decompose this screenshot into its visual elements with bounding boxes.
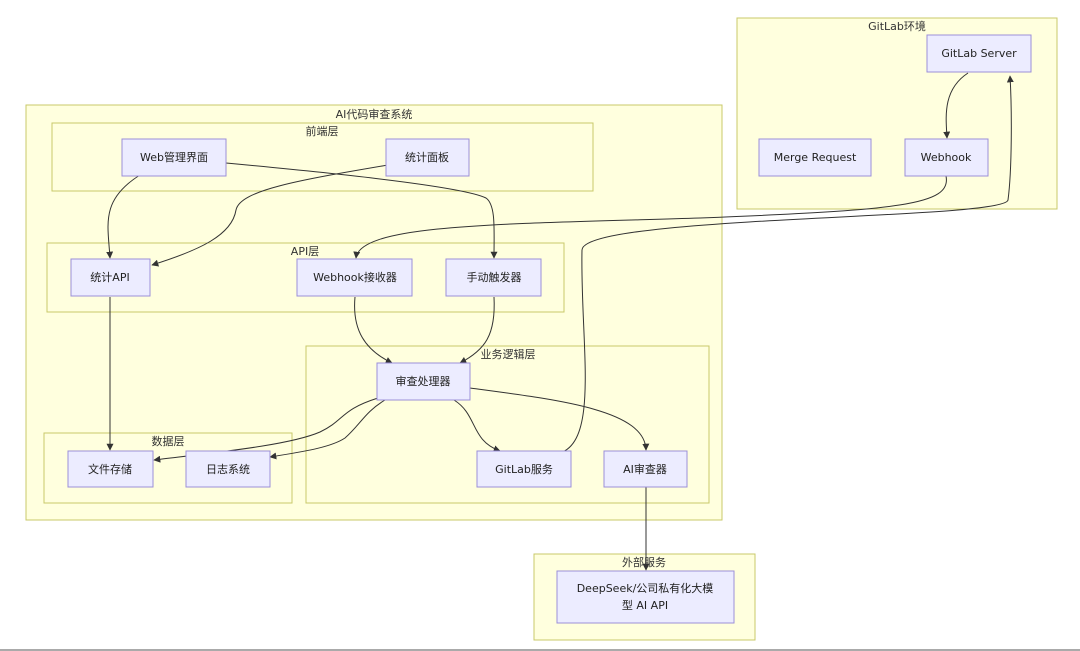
node-webhook-receiver[interactable]: Webhook接收器 bbox=[296, 258, 413, 297]
node-stats-panel-label: 统计面板 bbox=[405, 150, 449, 164]
node-gitlab-service[interactable]: GitLab服务 bbox=[476, 450, 572, 488]
node-merge-request-label: Merge Request bbox=[774, 151, 857, 164]
node-stats-panel[interactable]: 统计面板 bbox=[385, 138, 470, 177]
node-deepseek-api-label-line2: 型 AI API bbox=[622, 598, 668, 612]
node-merge-request[interactable]: Merge Request bbox=[758, 138, 872, 177]
edges bbox=[106, 72, 1014, 571]
edge-review-processor-to-log-system bbox=[269, 399, 386, 460]
node-web-ui[interactable]: Web管理界面 bbox=[121, 138, 227, 177]
node-webhook-label: Webhook bbox=[921, 151, 972, 164]
node-stats-api-label: 统计API bbox=[90, 271, 129, 284]
node-deepseek-api[interactable]: DeepSeek/公司私有化大模 型 AI API bbox=[556, 570, 735, 624]
edge-review-processor-to-gitlab-service bbox=[453, 399, 501, 453]
cluster-business-label: 业务逻辑层 bbox=[481, 347, 536, 361]
edge-gitlab-service-to-gitlab-server bbox=[559, 75, 1014, 454]
node-file-storage-label: 文件存储 bbox=[88, 462, 132, 476]
cluster-frontend-label: 前端层 bbox=[306, 124, 339, 138]
node-log-system[interactable]: 日志系统 bbox=[185, 450, 271, 488]
edge-stats-panel-to-stats-api bbox=[151, 164, 389, 267]
node-gitlab-server-label: GitLab Server bbox=[941, 47, 1017, 60]
node-stats-api[interactable]: 统计API bbox=[70, 258, 151, 297]
node-ai-reviewer[interactable]: AI审查器 bbox=[603, 450, 688, 488]
node-review-processor-label: 审查处理器 bbox=[396, 374, 451, 388]
cluster-external-label: 外部服务 bbox=[622, 555, 666, 569]
cluster-ai-system-label: AI代码审查系统 bbox=[336, 107, 413, 121]
cluster-api-label: API层 bbox=[291, 245, 319, 258]
node-review-processor[interactable]: 审查处理器 bbox=[376, 362, 471, 401]
node-webhook[interactable]: Webhook bbox=[904, 138, 989, 177]
edge-review-processor-to-ai-reviewer bbox=[469, 387, 650, 451]
node-manual-trigger-label: 手动触发器 bbox=[467, 270, 522, 284]
node-log-system-label: 日志系统 bbox=[206, 463, 250, 476]
cluster-gitlab-env-label: GitLab环境 bbox=[868, 19, 926, 33]
node-gitlab-service-label: GitLab服务 bbox=[495, 463, 553, 476]
node-manual-trigger[interactable]: 手动触发器 bbox=[445, 258, 542, 297]
node-file-storage[interactable]: 文件存储 bbox=[67, 450, 154, 488]
edge-web-ui-to-manual-trigger bbox=[225, 162, 498, 259]
edge-webhook-receiver-to-review-processor bbox=[354, 296, 393, 364]
edge-manual-trigger-to-review-processor bbox=[459, 296, 495, 364]
node-ai-reviewer-label: AI审查器 bbox=[623, 462, 667, 476]
node-gitlab-server[interactable]: GitLab Server bbox=[926, 34, 1032, 73]
edge-web-ui-to-stats-api bbox=[106, 174, 141, 259]
node-deepseek-api-label-line1: DeepSeek/公司私有化大模 bbox=[577, 581, 714, 595]
node-webhook-receiver-label: Webhook接收器 bbox=[313, 270, 397, 284]
cluster-data-label: 数据层 bbox=[152, 434, 185, 448]
node-web-ui-label: Web管理界面 bbox=[140, 150, 208, 164]
edge-webhook-to-webhook-receiver bbox=[353, 175, 947, 259]
edge-gitlab-server-to-webhook bbox=[943, 72, 969, 139]
